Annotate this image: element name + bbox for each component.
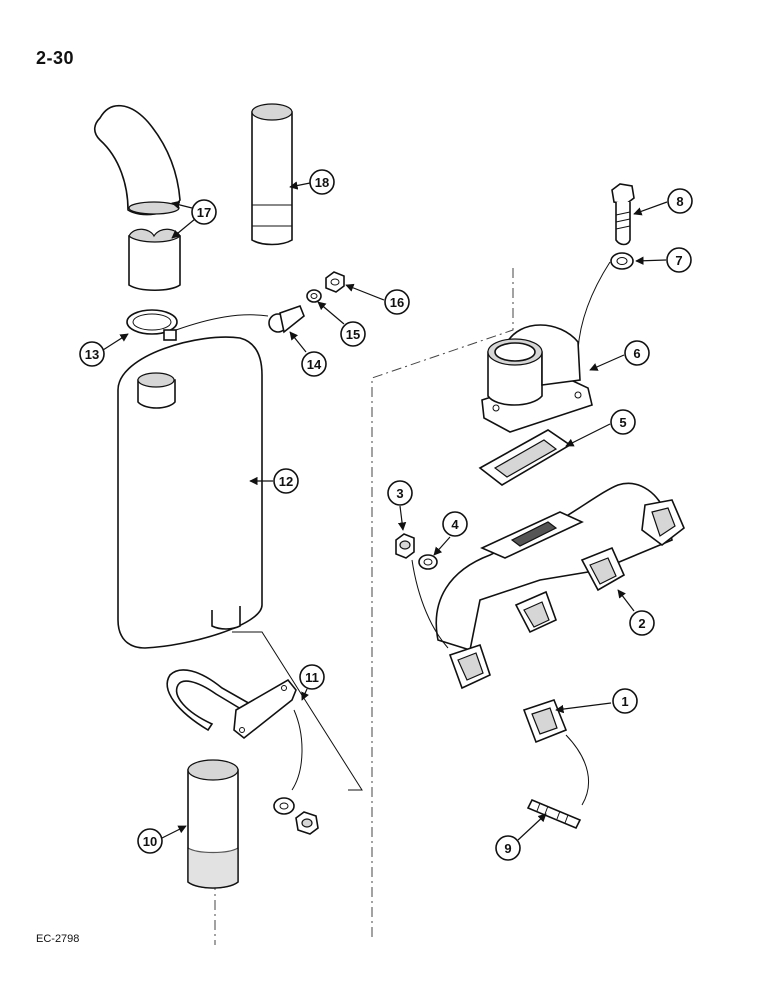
callout-17: 17 bbox=[171, 199, 217, 239]
figure-reference-code: EC-2798 bbox=[36, 933, 80, 945]
callout-8: 8 bbox=[633, 188, 693, 216]
manifold-guide-line bbox=[411, 559, 449, 649]
part-exhaust-pipe bbox=[251, 103, 293, 246]
part-exhaust-manifold bbox=[435, 482, 685, 690]
callout-label-1: 1 bbox=[621, 694, 628, 709]
callout-label-16: 16 bbox=[390, 295, 404, 310]
callout-label-5: 5 bbox=[619, 415, 626, 430]
page-number: 2-30 bbox=[36, 48, 75, 68]
callout-label-4: 4 bbox=[451, 517, 459, 532]
part-exhaust-elbow bbox=[93, 104, 181, 216]
part-screw-lock-washer bbox=[610, 252, 634, 270]
part-port-gasket bbox=[522, 699, 568, 744]
callout-label-13: 13 bbox=[85, 347, 99, 362]
callout-label-14: 14 bbox=[307, 357, 322, 372]
part-mounting-kit bbox=[166, 631, 363, 835]
callout-label-11: 11 bbox=[305, 670, 319, 685]
part-muffler bbox=[117, 336, 263, 649]
callout-label-6: 6 bbox=[633, 346, 640, 361]
callout-12: 12 bbox=[249, 468, 299, 494]
callout-label-7: 7 bbox=[675, 253, 682, 268]
callout-18: 18 bbox=[289, 169, 335, 195]
callout-6: 6 bbox=[589, 340, 650, 371]
callout-label-17: 17 bbox=[197, 205, 211, 220]
callout-15: 15 bbox=[317, 301, 366, 347]
part-exhaust-adapter bbox=[128, 228, 181, 292]
kit-guide-line bbox=[291, 709, 303, 791]
callout-label-3: 3 bbox=[396, 486, 403, 501]
part-manifold-nut bbox=[395, 533, 415, 559]
callout-3: 3 bbox=[387, 480, 413, 531]
callout-7: 7 bbox=[635, 247, 692, 273]
callout-label-10: 10 bbox=[143, 834, 157, 849]
callout-14: 14 bbox=[289, 331, 327, 377]
screw-guide-line bbox=[577, 261, 611, 351]
part-bolt bbox=[268, 304, 305, 334]
part-cap-screw bbox=[611, 183, 635, 246]
callout-label-2: 2 bbox=[638, 616, 645, 631]
callout-11: 11 bbox=[299, 664, 325, 701]
callout-1: 1 bbox=[555, 688, 638, 714]
callout-label-8: 8 bbox=[676, 194, 683, 209]
callout-13: 13 bbox=[79, 333, 129, 367]
callout-label-18: 18 bbox=[315, 175, 329, 190]
fastener-guide-line bbox=[175, 314, 269, 331]
callout-5: 5 bbox=[565, 409, 636, 447]
part-flange-gasket bbox=[478, 429, 572, 486]
callout-label-15: 15 bbox=[346, 327, 360, 342]
callout-label-9: 9 bbox=[504, 841, 511, 856]
part-manifold-washer bbox=[418, 554, 438, 570]
callout-2: 2 bbox=[617, 589, 655, 636]
part-elbow-flange bbox=[481, 324, 593, 433]
part-nut bbox=[325, 271, 345, 293]
part-lock-washer bbox=[306, 289, 322, 303]
part-tail-pipe bbox=[187, 759, 239, 889]
part-clamp bbox=[126, 309, 178, 341]
part-stud bbox=[526, 798, 582, 830]
callout-10: 10 bbox=[137, 825, 187, 854]
gasket-guide-line bbox=[565, 734, 589, 806]
callout-label-12: 12 bbox=[279, 474, 293, 489]
callout-16: 16 bbox=[345, 283, 410, 315]
callout-9: 9 bbox=[495, 813, 547, 861]
callout-4: 4 bbox=[433, 511, 468, 556]
